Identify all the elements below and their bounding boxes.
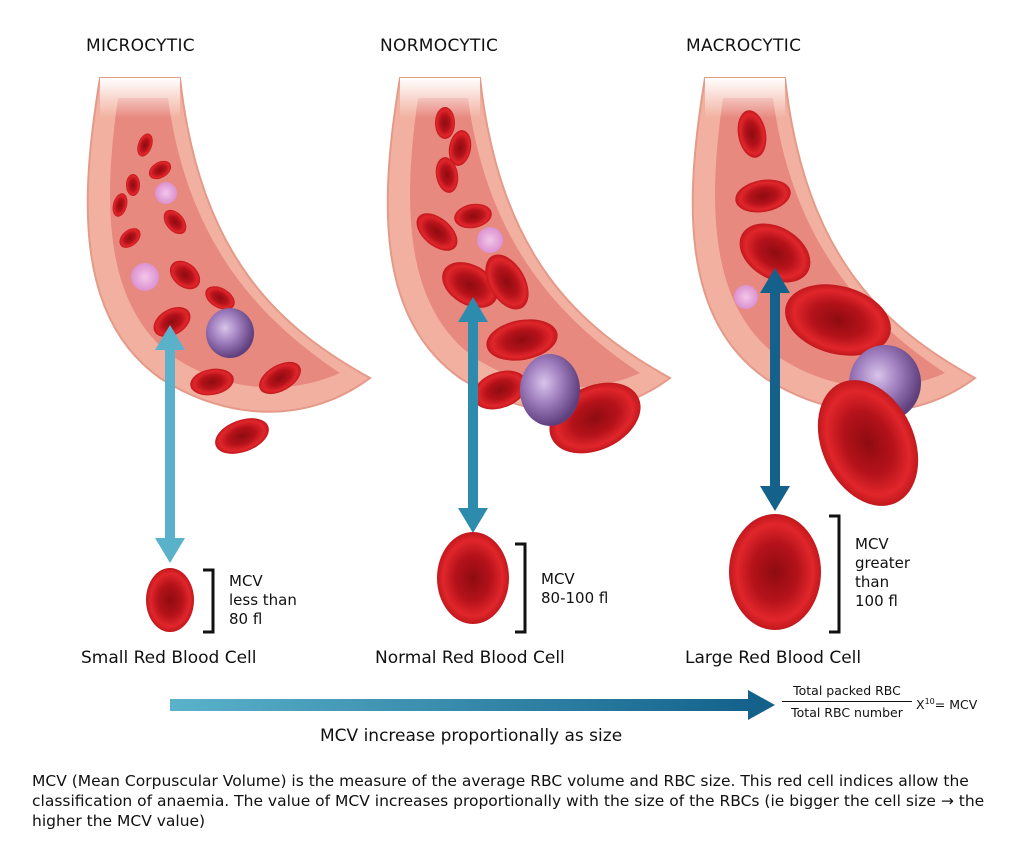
small-rbc [146, 568, 194, 632]
arrow-macrocytic [760, 268, 790, 511]
caption-large-rbc: Large Red Blood Cell [685, 648, 862, 668]
caption-normal-rbc: Normal Red Blood Cell [375, 648, 565, 668]
caption-small-rbc: Small Red Blood Cell [81, 648, 257, 668]
header-macrocytic: MACROCYTIC [686, 36, 802, 56]
header-normocytic: NORMOCYTIC [380, 36, 499, 56]
mcv-label-normocytic: MCV 80-100 fl [541, 570, 609, 607]
rbc-cluster-macrocytic [734, 110, 921, 506]
mcv-label-microcytic: MCV less than 80 fl [229, 572, 297, 628]
rbc-cluster-microcytic [112, 133, 301, 454]
normal-rbc [437, 532, 509, 624]
header-microcytic: MICROCYTIC [86, 36, 195, 56]
mcv-formula-result: X10= MCV [916, 697, 978, 713]
bracket-microcytic [203, 568, 215, 634]
bracket-macrocytic [829, 514, 841, 634]
size-scale-arrow [170, 690, 775, 720]
mcv-description: MCV (Mean Corpuscular Volume) is the mea… [32, 772, 985, 830]
arrow-normocytic [458, 297, 488, 533]
formula-numerator: Total packed RBC [782, 683, 912, 702]
formula-denominator: Total RBC number [791, 705, 903, 720]
mcv-formula-fraction: Total packed RBC Total RBC number [782, 683, 912, 720]
scale-caption: MCV increase proportionally as size [320, 726, 623, 746]
arrow-microcytic [155, 325, 185, 563]
large-rbc [729, 514, 821, 630]
vessel-macrocytic [691, 77, 976, 413]
vessel-normocytic [386, 77, 671, 413]
bracket-normocytic [515, 542, 527, 634]
rbc-cluster-normocytic [416, 107, 641, 454]
mcv-label-macrocytic: MCV greater than 100 fl [855, 535, 911, 610]
